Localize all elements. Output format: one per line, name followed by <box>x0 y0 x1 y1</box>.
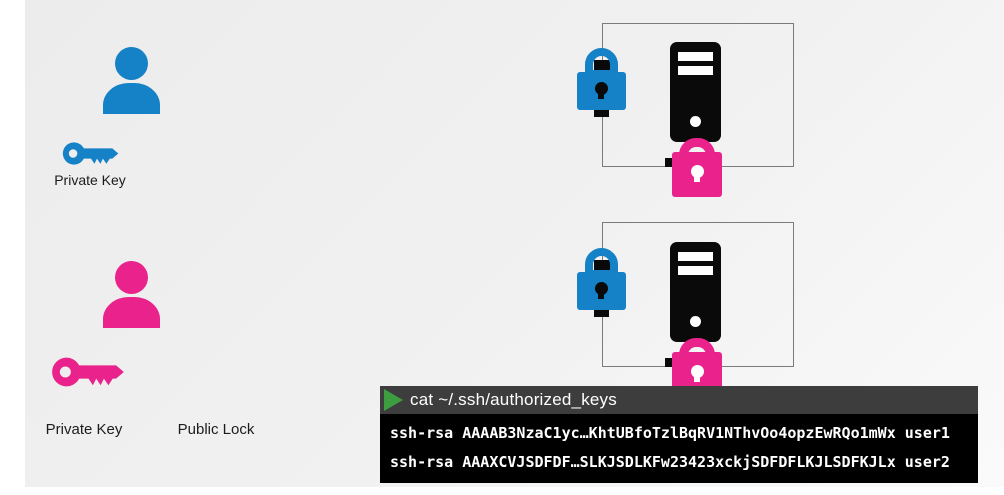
lock-keyhole <box>691 365 704 382</box>
server-slot <box>678 66 713 75</box>
authorized-key-line: ssh-rsa AAAAB3NzaC1yc…KhtUBfoTzlBqRV1NTh… <box>390 424 950 442</box>
play-triangle-icon <box>384 389 403 411</box>
padlock-icon-pink <box>665 138 722 200</box>
server-slot <box>678 52 713 61</box>
lock-clasp <box>594 110 609 117</box>
authorized-key-line: ssh-rsa AAAXCVJSDFDF…SLKJSDLKFw23423xckj… <box>390 453 950 471</box>
lock-keyhole <box>595 282 608 299</box>
person-torso <box>103 83 160 114</box>
terminal-window: cat ~/.ssh/authorized_keys ssh-rsa AAAAB… <box>380 386 978 483</box>
lock-keyhole <box>691 165 704 182</box>
public-lock-label: Public Lock <box>177 421 255 438</box>
person-icon <box>103 261 161 329</box>
key-icon <box>62 138 120 169</box>
person-head <box>115 47 148 80</box>
terminal-command: cat ~/.ssh/authorized_keys <box>410 390 617 409</box>
person-head <box>115 261 148 294</box>
server-power-dot <box>690 316 701 327</box>
terminal-output: ssh-rsa AAAAB3NzaC1yc…KhtUBfoTzlBqRV1NTh… <box>380 414 978 483</box>
padlock-icon-blue <box>577 248 626 322</box>
lock-clasp <box>594 310 609 317</box>
key-icon <box>51 352 126 392</box>
private-key-label-top: Private Key <box>54 172 126 188</box>
person-torso <box>103 297 160 328</box>
private-key-label-bottom: Private Key <box>45 421 123 438</box>
padlock-icon-blue <box>577 48 626 122</box>
server-icon <box>670 242 721 342</box>
person-icon <box>103 47 161 115</box>
server-slot <box>678 266 713 275</box>
terminal-header: cat ~/.ssh/authorized_keys <box>380 386 978 414</box>
server-slot <box>678 252 713 261</box>
lock-keyhole <box>595 82 608 99</box>
server-power-dot <box>690 116 701 127</box>
server-icon <box>670 42 721 142</box>
